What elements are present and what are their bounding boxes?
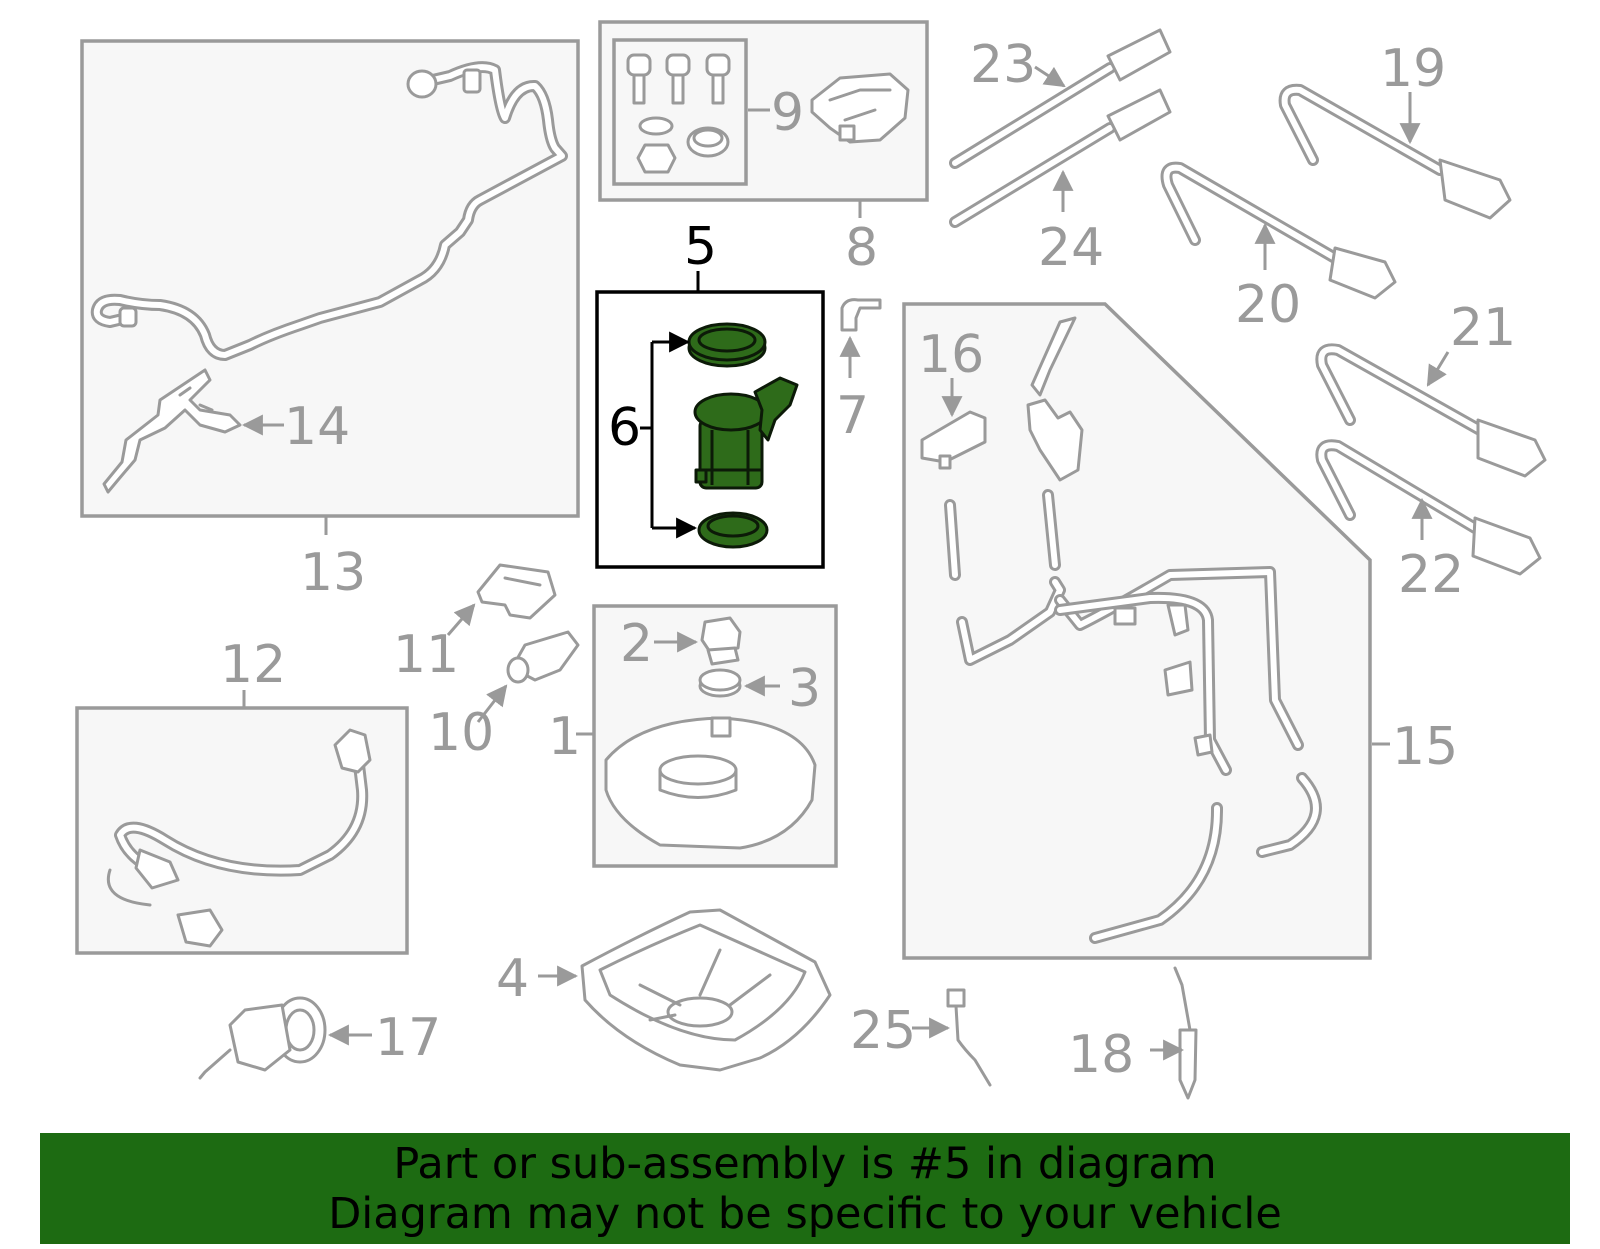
callout-15: 15 <box>1392 717 1458 777</box>
callout-16: 16 <box>918 325 984 385</box>
callout-24: 24 <box>1038 218 1104 278</box>
sensor-24: 24 <box>949 88 1172 278</box>
vapor-line-box-15: 16 15 <box>902 302 1458 960</box>
valve-17: 17 <box>198 996 441 1080</box>
sensor-18: 18 <box>1068 966 1198 1100</box>
vapor-pipe-15 <box>956 566 1304 776</box>
callout-2: 2 <box>620 614 653 674</box>
sensor-25: 25 <box>850 988 992 1087</box>
callout-4: 4 <box>496 949 529 1009</box>
sender-unit-9 <box>810 72 910 144</box>
callout-25: 25 <box>850 1001 916 1061</box>
callout-21: 21 <box>1450 298 1516 358</box>
harness-box-12: 12 <box>75 635 409 955</box>
reservoir-box-1: 2 3 1 <box>548 604 838 868</box>
sensor-19: 19 <box>1278 39 1512 220</box>
callout-13: 13 <box>300 543 366 603</box>
cap-2 <box>700 616 742 666</box>
sensor-20: 20 <box>1160 161 1397 335</box>
callout-1: 1 <box>548 707 581 767</box>
callout-19: 19 <box>1380 39 1446 99</box>
callout-17: 17 <box>375 1008 441 1068</box>
lock-ring-6 <box>687 322 767 368</box>
ring-3 <box>698 668 742 698</box>
callout-10: 10 <box>428 703 494 763</box>
sensor-21: 21 <box>1315 298 1547 478</box>
seal-6 <box>697 511 769 549</box>
callout-23: 23 <box>970 35 1036 95</box>
callout-11: 11 <box>393 625 459 685</box>
reservoir-1 <box>604 716 817 850</box>
callout-5: 5 <box>684 217 717 277</box>
connector-10: 10 <box>428 630 580 763</box>
hose-short-15 <box>944 489 1061 581</box>
bracket-14 <box>102 368 242 494</box>
fitting-7: 7 <box>836 298 882 446</box>
callout-8: 8 <box>845 218 878 278</box>
screws-9 <box>626 53 731 174</box>
callout-7: 7 <box>836 386 869 446</box>
tank-shell-4: 4 <box>496 908 832 1072</box>
hardware-box-8: 9 8 <box>598 20 929 278</box>
banner-line-2: Diagram may not be specific to your vehi… <box>328 1189 1282 1239</box>
hose-long-15 <box>1089 772 1322 944</box>
notice-banner: Part or sub-assembly is #5 in diagram Di… <box>40 1133 1570 1244</box>
callout-20: 20 <box>1235 275 1301 335</box>
connector-11: 11 <box>393 563 557 685</box>
fuel-line-tube <box>90 61 568 361</box>
sensor-22: 22 <box>1315 439 1542 605</box>
callout-12: 12 <box>220 635 286 695</box>
sensor-23: 23 <box>949 28 1172 169</box>
callout-18: 18 <box>1068 1025 1134 1085</box>
callout-6: 6 <box>608 398 641 458</box>
callout-14: 14 <box>284 397 350 457</box>
banner-line-1: Part or sub-assembly is #5 in diagram <box>393 1139 1217 1189</box>
callout-22: 22 <box>1398 545 1464 605</box>
callout-9: 9 <box>771 83 804 143</box>
bracket-15 <box>1026 316 1084 482</box>
pressure-sensor-16 <box>920 410 987 470</box>
fuel-line-box-13: 14 13 <box>80 39 580 603</box>
sensor-12 <box>107 728 372 948</box>
fuel-pump-box-5: 5 6 <box>595 217 825 569</box>
pump-assembly-5 <box>693 376 799 490</box>
callout-3: 3 <box>788 659 821 719</box>
